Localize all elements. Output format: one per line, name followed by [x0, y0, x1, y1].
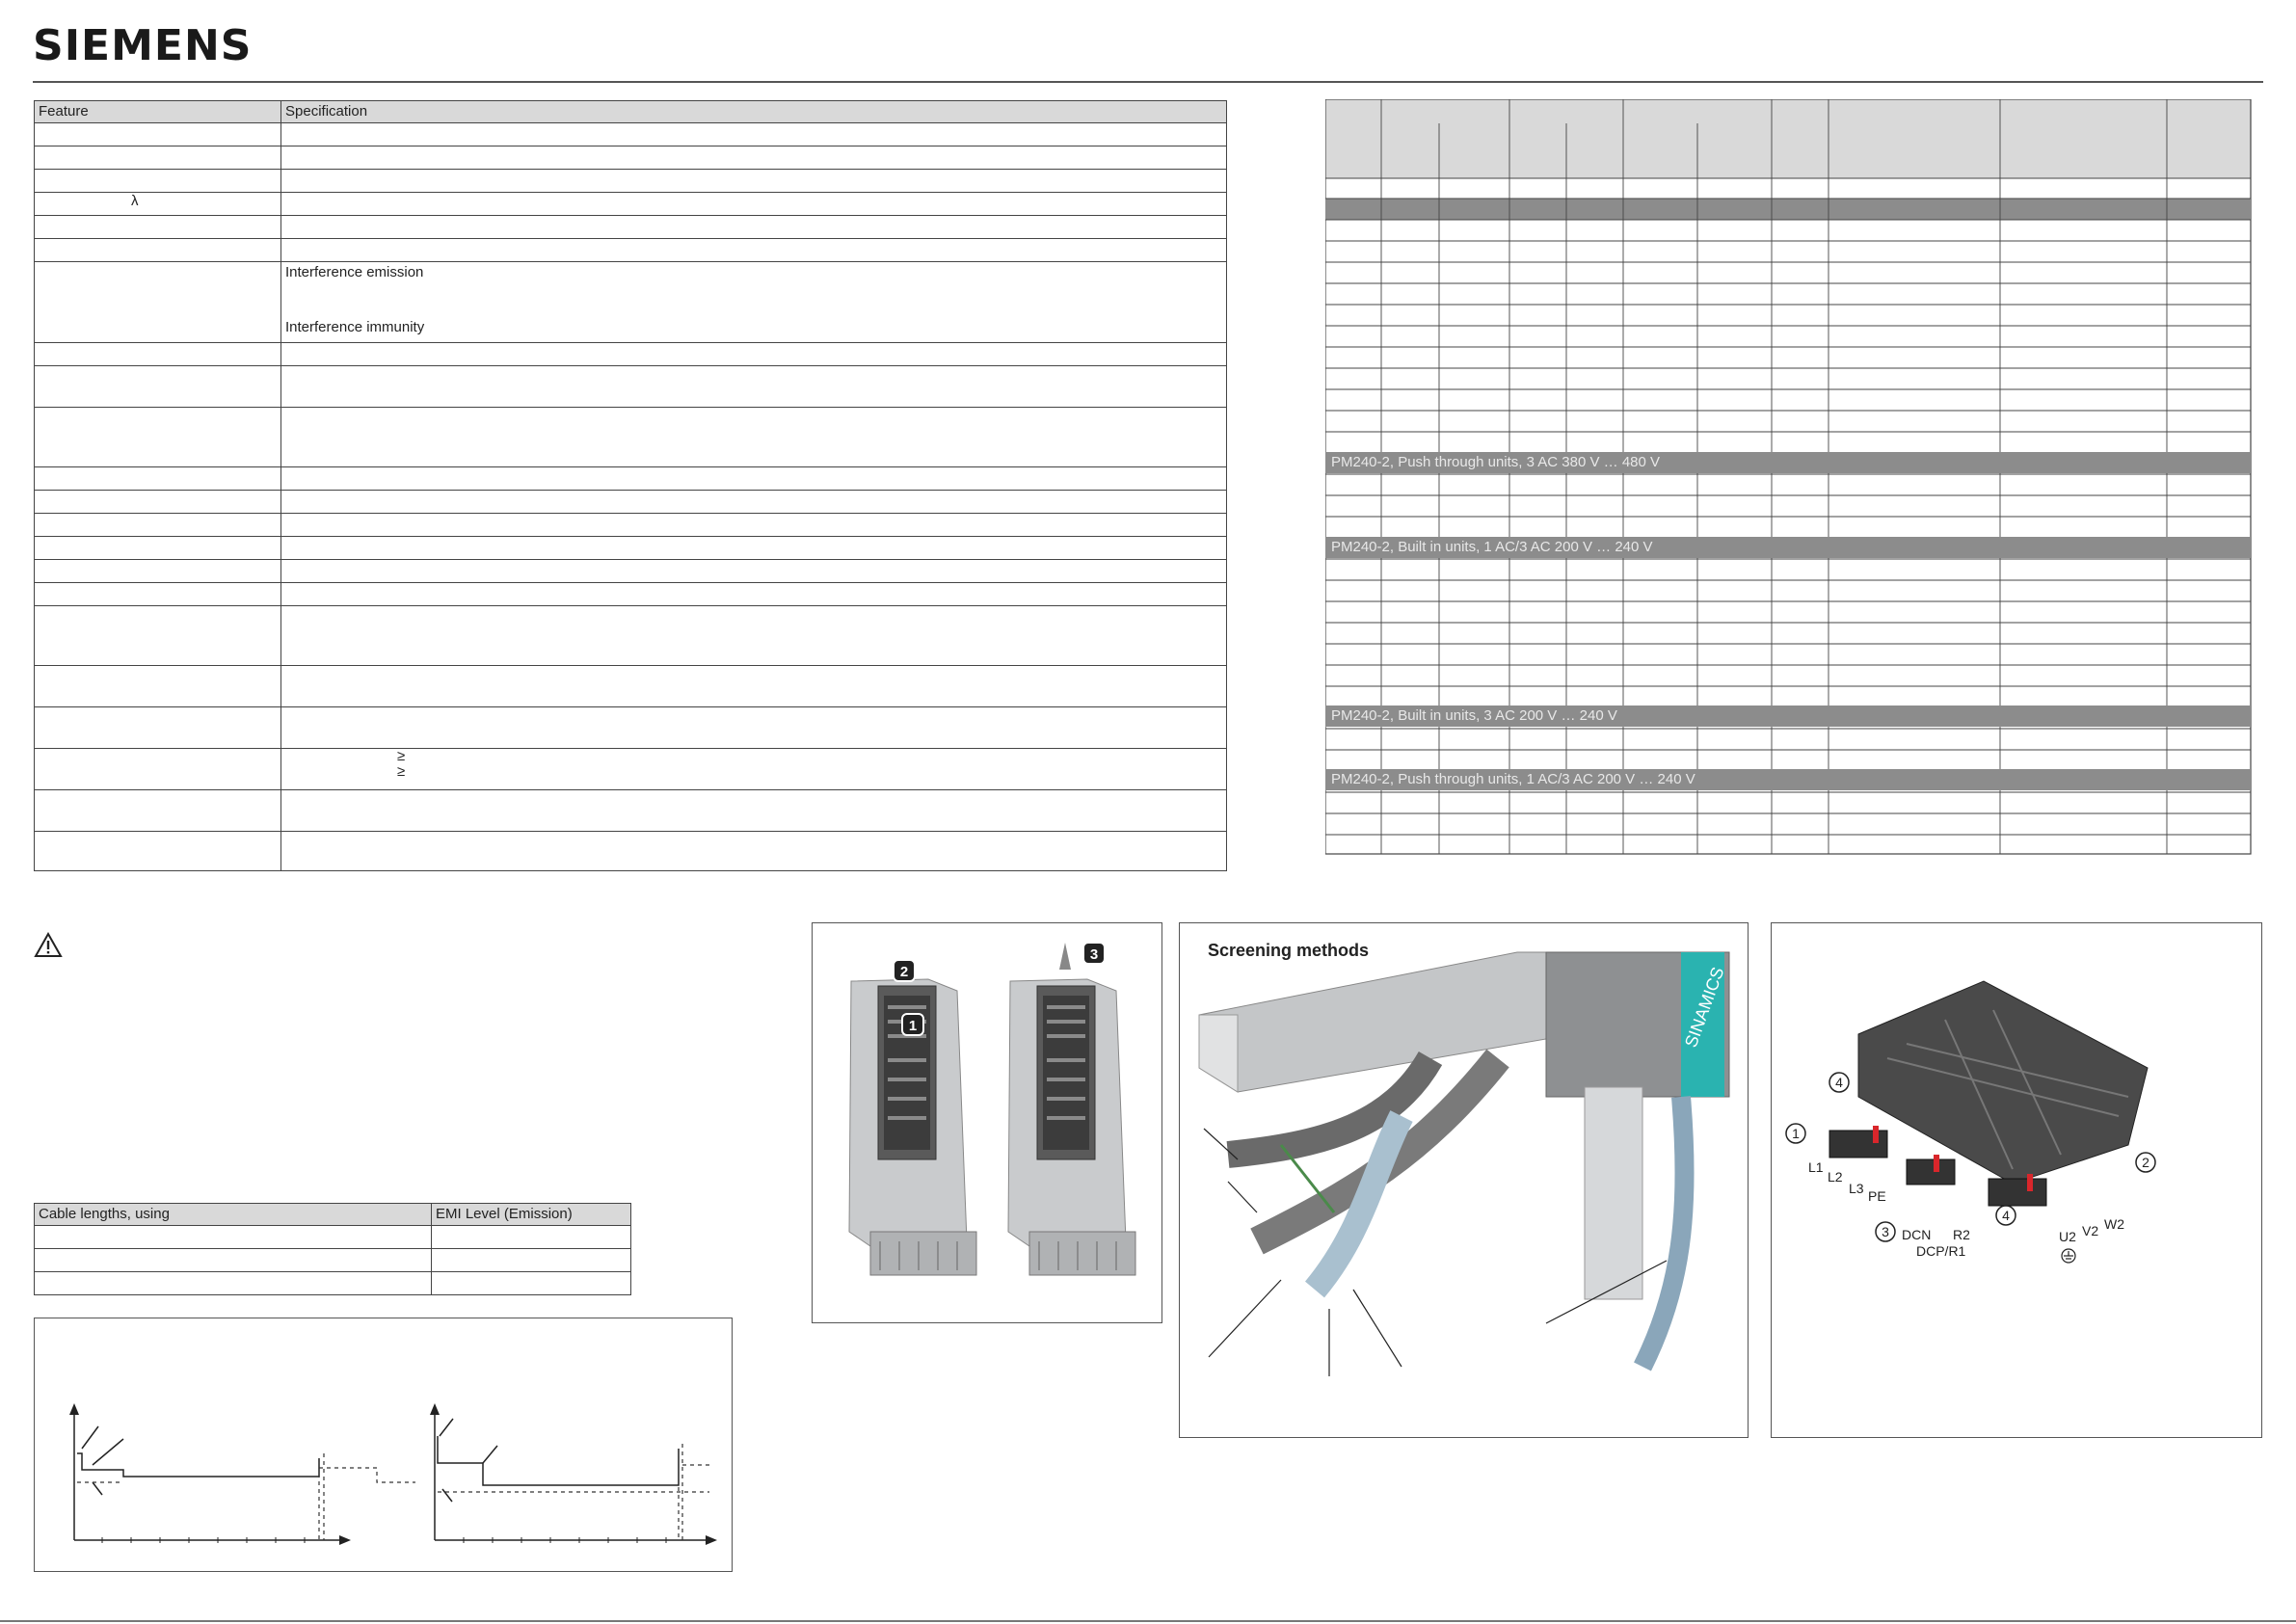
section-built-in-1ac-3ac-200-240: PM240-2, Built in units, 1 AC/3 AC 200 V…: [1325, 537, 2252, 558]
cable-length-table: Cable lengths, using EMI Level (Emission…: [34, 1203, 631, 1295]
terminal-w2: W2: [2104, 1216, 2124, 1232]
geq-symbol: ≥: [397, 763, 406, 780]
table-row: [34, 665, 1227, 707]
warning-icon: [34, 932, 63, 957]
table-header-row: Cable lengths, using EMI Level (Emission…: [34, 1203, 631, 1226]
section-built-in-3ac-200-240: PM240-2, Built in units, 3 AC 200 V … 24…: [1325, 706, 2252, 727]
table-row: [34, 342, 1227, 366]
terminal-r2: R2: [1953, 1227, 1970, 1242]
table-row: [34, 789, 1227, 832]
header-cable-lengths: Cable lengths, using: [34, 1203, 432, 1226]
table-row: [34, 238, 1227, 262]
table-row: [34, 122, 1227, 146]
terminal-u2: U2: [2059, 1229, 2076, 1244]
badge-3-label: 3: [1090, 946, 1098, 963]
header-emi-level: EMI Level (Emission): [431, 1203, 631, 1226]
badge-1: 1: [901, 1013, 924, 1036]
callout-3: 3: [1882, 1224, 1889, 1239]
badge-1-label: 1: [909, 1018, 917, 1034]
table-row: λ: [34, 192, 1227, 216]
lambda-symbol: λ: [34, 192, 281, 216]
badge-2: 2: [893, 959, 916, 982]
table-row: Interference emission Interference immun…: [34, 261, 1227, 343]
screening-caption: Screening methods: [1208, 941, 1370, 960]
badge-3: 3: [1082, 942, 1106, 965]
table-row: [34, 490, 1227, 514]
terminal-dcp-r1: DCP/R1: [1916, 1243, 1966, 1259]
derating-graphs: [69, 1403, 717, 1545]
table-row: [34, 215, 1227, 239]
callout-4a: 4: [1835, 1075, 1843, 1090]
section-push-through-380-480: PM240-2, Push through units, 3 AC 380 V …: [1325, 452, 2252, 473]
table-row: [34, 536, 1227, 560]
terminal-connectors-figure: 4 1 3 4 2 L1 L2 L3 PE DCN R2 DCP/R1 U2 V…: [1771, 922, 2262, 1438]
terminal-pe: PE: [1868, 1188, 1886, 1204]
screening-illustration: SINAMICS: [1198, 951, 1730, 1376]
table-row: [34, 466, 1227, 491]
table-row: [34, 365, 1227, 408]
callout-4b: 4: [2002, 1208, 2010, 1223]
table-row: [34, 559, 1227, 583]
table-row: ≥ ≥: [34, 748, 1227, 790]
section-band-blank: [1325, 199, 2251, 220]
badge-2-label: 2: [900, 964, 908, 980]
table-row: [34, 146, 1227, 170]
derating-graphs-box: [34, 1318, 733, 1572]
terminal-l1: L1: [1808, 1159, 1824, 1175]
table-row: [34, 706, 1227, 749]
screening-methods-figure: Screening methods SINAMICS: [1179, 922, 1749, 1438]
footer-rule: [0, 1620, 2296, 1622]
power-module-illustration: 1 2 3: [848, 942, 1136, 1276]
terminal-dcn: DCN: [1902, 1227, 1931, 1242]
table-row: [34, 1225, 631, 1249]
table-row: [34, 513, 1227, 537]
header-rule: [33, 81, 2263, 83]
terminal-illustration: 4 1 3 4 2 L1 L2 L3 PE DCN R2 DCP/R1 U2 V…: [1785, 980, 2156, 1264]
terminal-l3: L3: [1849, 1181, 1864, 1196]
geq-symbol: ≥: [397, 748, 406, 764]
power-module-table: PM240-2, Push through units, 3 AC 380 V …: [1325, 99, 2252, 855]
power-table-grid: [1325, 99, 2252, 855]
section-push-through-1ac-3ac-200-240: PM240-2, Push through units, 1 AC/3 AC 2…: [1325, 769, 2252, 790]
callout-1: 1: [1792, 1126, 1800, 1141]
ground-icon: [2061, 1248, 2076, 1264]
table-row: [34, 1271, 631, 1295]
power-module-removal-figure: 1 2 3: [812, 922, 1162, 1323]
terminal-l2: L2: [1828, 1169, 1843, 1185]
header-feature: Feature: [34, 100, 281, 123]
table-row: [34, 1248, 631, 1272]
table-row: [34, 407, 1227, 467]
header-specification: Specification: [280, 100, 1227, 123]
specification-table: Feature Specification λ Interference emi…: [34, 100, 1227, 871]
siemens-logo: SIEMENS: [33, 21, 253, 70]
table-row: [34, 582, 1227, 606]
table-header-row: Feature Specification: [34, 100, 1227, 123]
table-row: [34, 831, 1227, 871]
callout-2: 2: [2142, 1155, 2149, 1170]
interference-immunity-label: Interference immunity: [285, 319, 425, 335]
terminal-v2: V2: [2082, 1223, 2098, 1238]
table-row: [34, 169, 1227, 193]
power-table-header: [1325, 99, 2251, 178]
interference-emission-label: Interference emission: [285, 264, 424, 280]
table-row: [34, 605, 1227, 666]
